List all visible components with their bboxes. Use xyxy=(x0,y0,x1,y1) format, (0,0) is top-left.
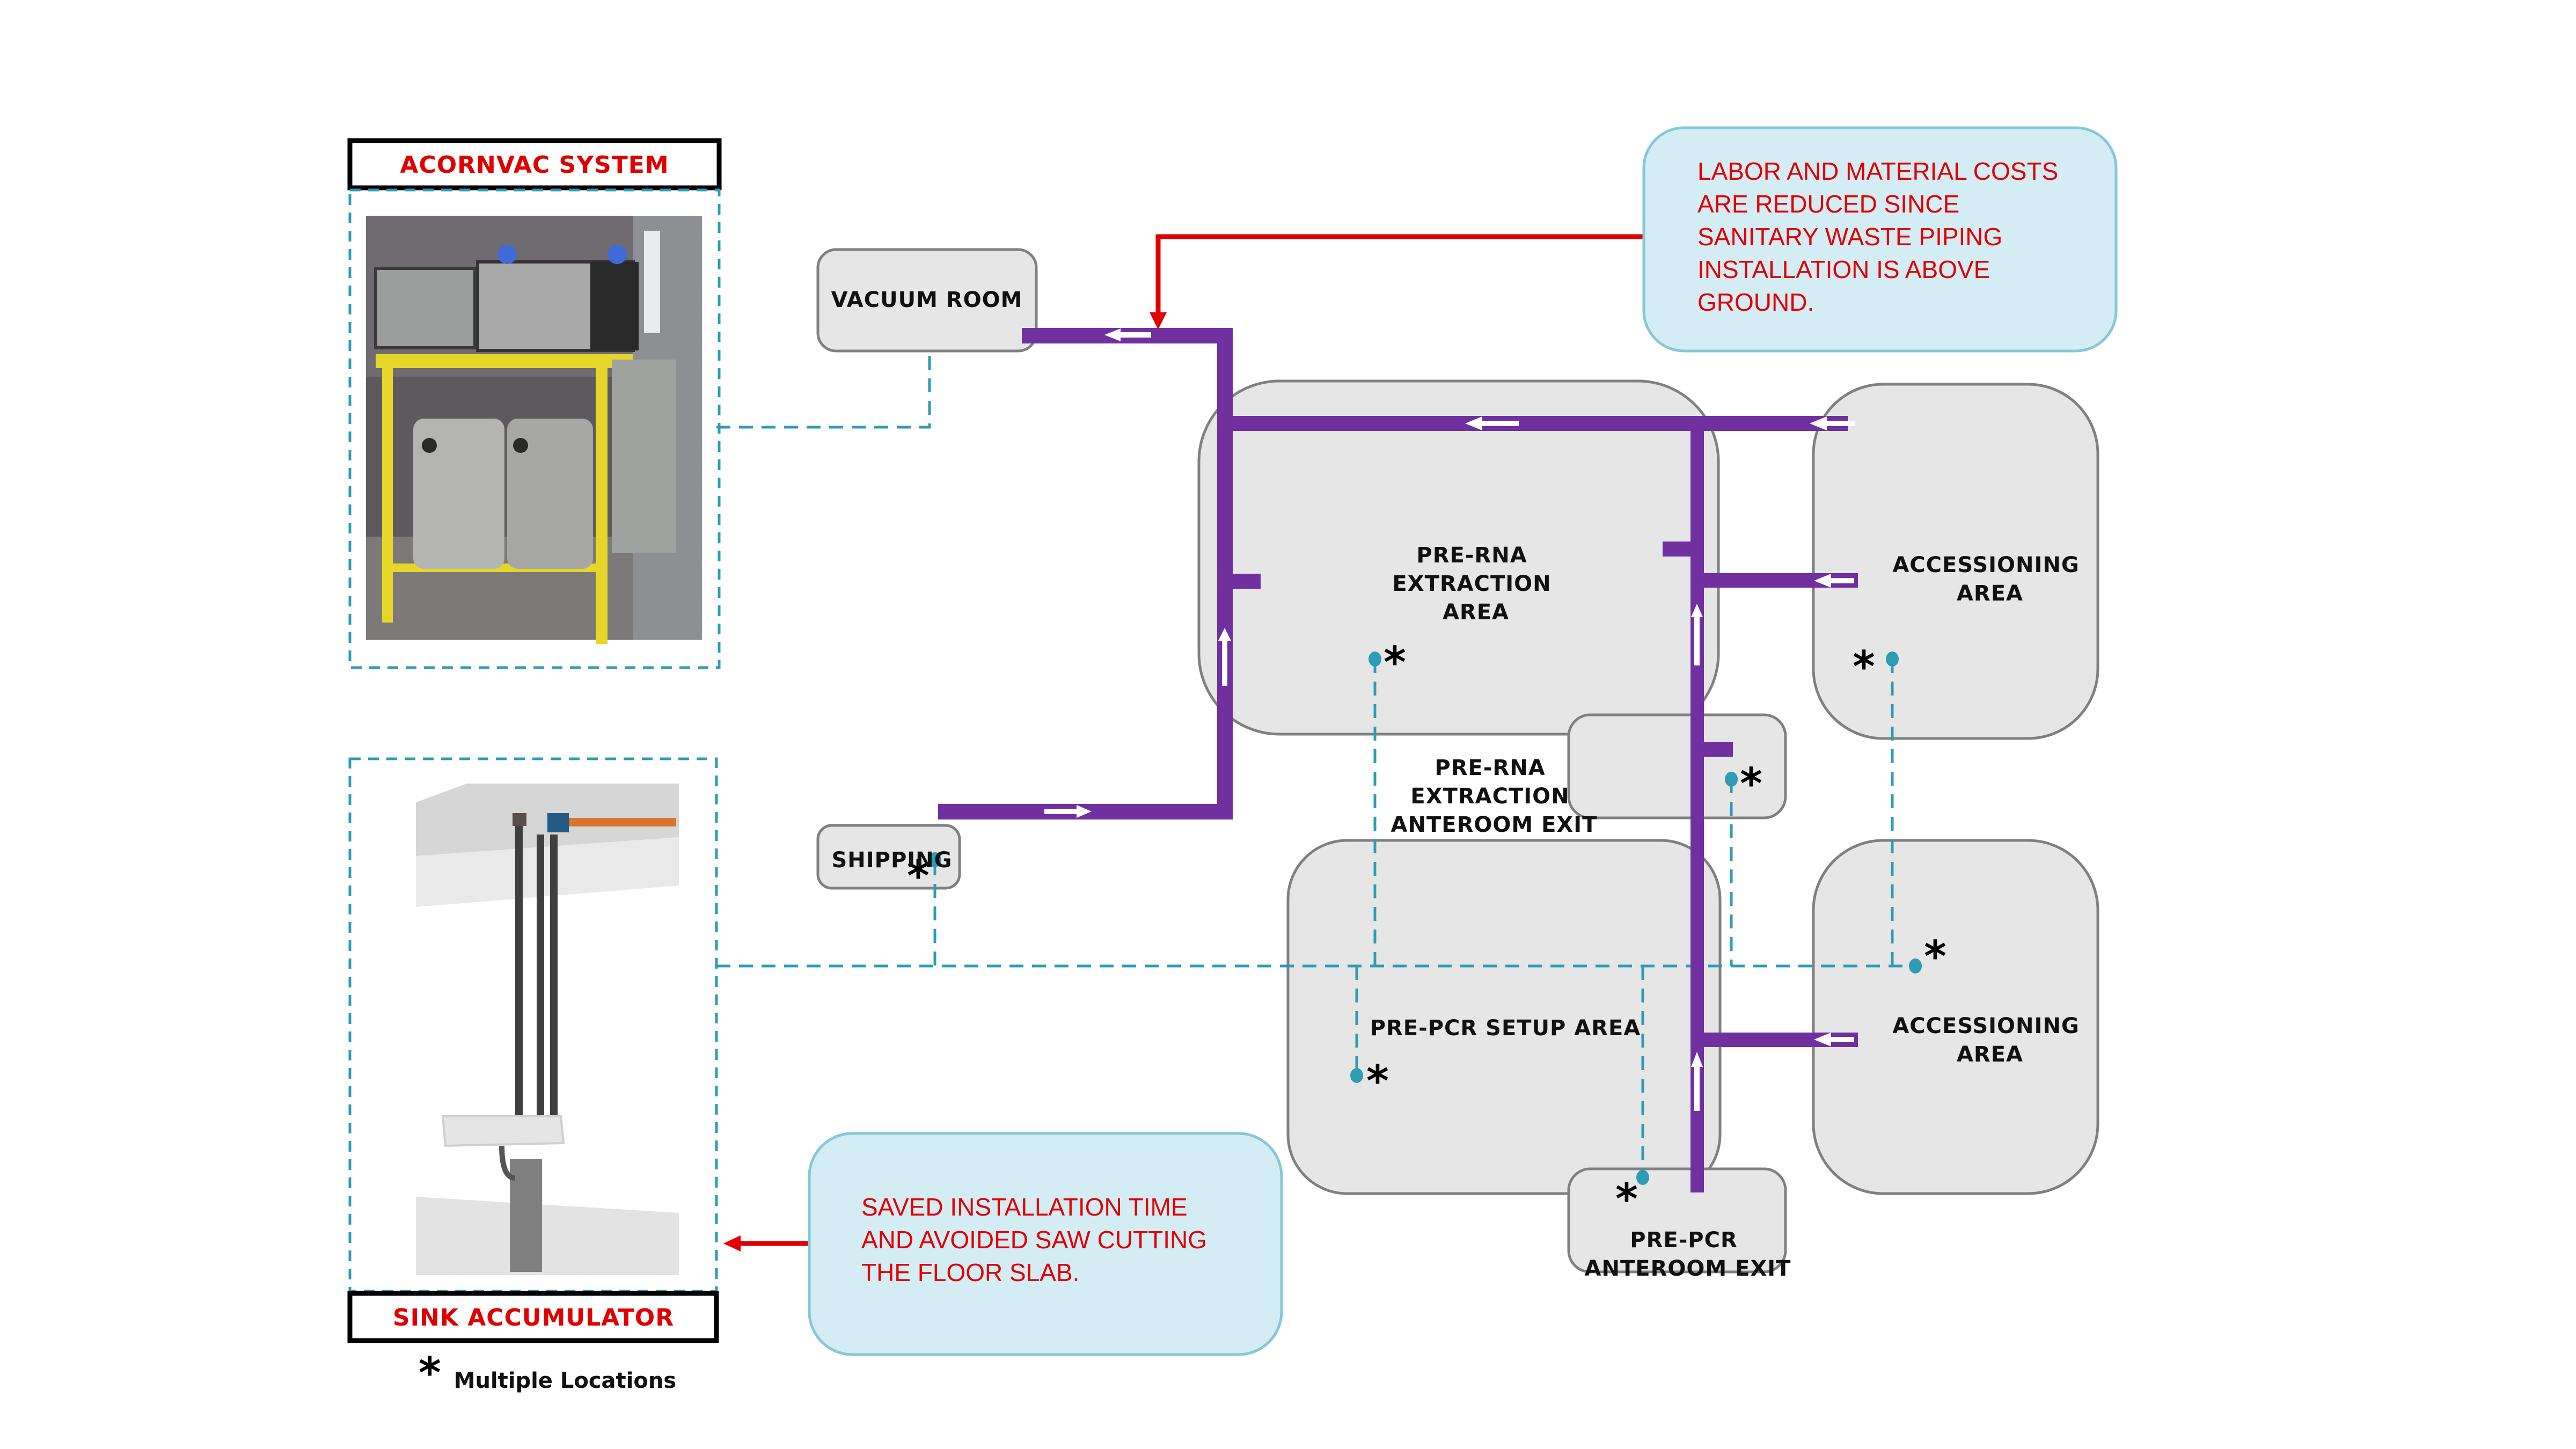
fixture-dot-shipping[interactable] xyxy=(928,852,941,867)
sink-title: SINK ACCUMULATOR xyxy=(393,1304,674,1331)
room-vacuum-room[interactable] xyxy=(816,248,1038,353)
legend-multiple-locations: * Multiple Locations xyxy=(419,1348,676,1398)
flow-arrow-up-icon xyxy=(1691,1052,1703,1111)
fixture-dot-pre-pcr-anteroom[interactable] xyxy=(1636,1170,1649,1185)
multiple-locations-star-icon: * xyxy=(1366,1056,1389,1106)
callout-saved-box xyxy=(808,1132,1283,1356)
acornvac-panel: ACORNVAC SYSTEM xyxy=(347,138,722,669)
fixture-dot-pre-rna[interactable] xyxy=(1368,652,1381,667)
flow-arrow-left-icon xyxy=(1465,416,1519,430)
label-accessioning-area-1: ACCESSIONING AREA xyxy=(1892,553,2087,606)
fixture-dot-accessioning-2[interactable] xyxy=(1909,958,1922,974)
room-labels: VACUUM ROOM SHIPPING PRE-RNA EXTRACTION … xyxy=(831,288,2087,1281)
room-pre-rna-extraction-area[interactable] xyxy=(1197,379,1720,736)
legend-star-icon: * xyxy=(419,1348,441,1398)
pipe-stub-pre-rna-anteroom xyxy=(1704,742,1733,757)
pipe-left-riser xyxy=(1217,328,1233,819)
label-pre-rna-anteroom-exit: PRE-RNA EXTRACTION ANTEROOM EXIT xyxy=(1391,756,1598,837)
sink-accumulator-image xyxy=(416,781,679,1275)
fixture-dot-accessioning-1[interactable] xyxy=(1886,652,1899,667)
fixture-markers: * * * * * * * xyxy=(907,638,1946,1224)
callout-labor-text: LABOR AND MATERIAL COSTS ARE REDUCED SIN… xyxy=(1697,157,2065,316)
label-shipping: SHIPPING xyxy=(832,848,953,873)
multiple-locations-star-icon: * xyxy=(1853,642,1875,692)
arrow-down-icon xyxy=(1150,312,1167,330)
multiple-locations-star-icon: * xyxy=(1384,638,1406,687)
multiple-locations-star-icon: * xyxy=(907,851,930,901)
label-pre-rna-extraction-area: PRE-RNA EXTRACTION AREA xyxy=(1392,543,1559,625)
room-pre-pcr-setup-area[interactable] xyxy=(1286,839,1722,1195)
sink-panel: SINK ACCUMULATOR xyxy=(347,757,719,1343)
callout-labor-box xyxy=(1642,126,2118,353)
room-accessioning-area-1[interactable] xyxy=(1812,383,2099,740)
leader-acornvac-to-vacuum-room xyxy=(716,353,931,429)
pipe-stub-pre-rna-left xyxy=(1233,574,1261,589)
flow-arrow-left-icon xyxy=(1814,574,1854,588)
room-pre-pcr-anteroom-exit[interactable] xyxy=(1567,1167,1787,1274)
flow-arrows xyxy=(1044,328,1855,1111)
callout-saved-text: SAVED INSTALLATION TIME AND AVOIDED SAW … xyxy=(861,1193,1214,1286)
sink-title-box xyxy=(347,1291,719,1343)
callout-saved-time: SAVED INSTALLATION TIME AND AVOIDED SAW … xyxy=(723,1132,1283,1356)
legend-text: Multiple Locations xyxy=(454,1368,677,1393)
flow-arrow-up-icon xyxy=(1218,628,1231,686)
flow-arrow-up-icon xyxy=(1691,604,1703,665)
multiple-locations-star-icon: * xyxy=(1615,1174,1638,1224)
acornvac-frame xyxy=(348,188,721,669)
fixture-dot-pre-rna-anteroom[interactable] xyxy=(1725,772,1738,787)
acornvac-title-box xyxy=(347,138,722,191)
leader-lines xyxy=(716,353,1915,1177)
multiple-locations-star-icon: * xyxy=(1740,759,1762,809)
pipe-top-main xyxy=(1217,416,1848,431)
flow-arrow-left-icon xyxy=(1810,416,1855,430)
label-pre-pcr-setup-area: PRE-PCR SETUP AREA xyxy=(1370,1016,1641,1041)
room-accessioning-area-2[interactable] xyxy=(1812,839,2099,1195)
flow-arrow-left-icon xyxy=(1814,1033,1854,1046)
acornvac-title: ACORNVAC SYSTEM xyxy=(400,151,669,179)
callout-labor-costs: LABOR AND MATERIAL COSTS ARE REDUCED SIN… xyxy=(1150,126,2118,353)
flow-arrow-right-icon xyxy=(1044,805,1092,818)
flow-arrow-left-icon xyxy=(1104,328,1151,341)
label-accessioning-area-2: ACCESSIONING AREA xyxy=(1892,1014,2087,1067)
label-pre-pcr-anteroom-exit: PRE-PCR ANTEROOM EXIT xyxy=(1585,1228,1791,1281)
multiple-locations-star-icon: * xyxy=(1924,932,1946,982)
callout-labor-leader xyxy=(1155,234,1644,317)
acornvac-photo xyxy=(366,216,702,644)
label-vacuum-room: VACUUM ROOM xyxy=(831,288,1023,312)
fixture-dot-pre-pcr-setup[interactable] xyxy=(1350,1068,1363,1083)
pipe-stub-pre-rna-right xyxy=(1663,541,1690,557)
room-shipping[interactable] xyxy=(816,824,961,890)
arrow-left-icon xyxy=(723,1235,741,1252)
